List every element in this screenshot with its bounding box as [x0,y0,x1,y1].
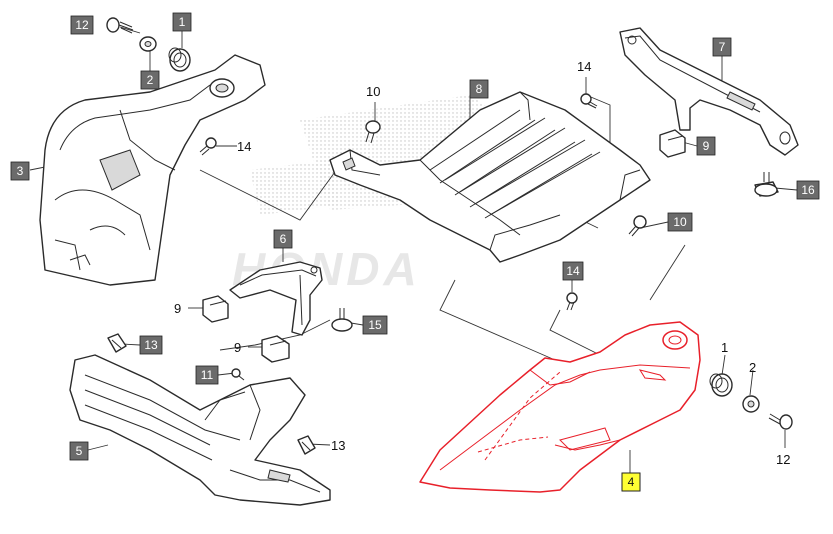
svg-text:1: 1 [721,340,728,355]
svg-text:14: 14 [577,59,591,74]
clip-13-bottom[interactable] [297,435,316,455]
screw-14-top-right[interactable] [580,93,598,109]
screw-14-left[interactable] [199,137,217,156]
svg-text:7: 7 [719,40,726,54]
svg-text:5: 5 [76,444,83,458]
callout-8[interactable]: 8 [469,79,489,99]
svg-text:2: 2 [147,73,154,87]
grommet-1-top[interactable] [168,47,191,72]
svg-text:3: 3 [17,164,24,178]
svg-text:4: 4 [628,475,635,489]
callout-6[interactable]: 6 [273,229,293,249]
callout-9-right[interactable]: 9 [696,136,716,156]
screw-11[interactable] [231,368,245,381]
callout-14-mid[interactable]: 14 [562,261,584,281]
svg-text:13: 13 [331,438,345,453]
clip-9-mid[interactable] [202,295,229,323]
leader-lines [29,26,798,473]
callout-9-mid[interactable]: 9 [174,301,181,316]
lower-cowl-part-4-highlighted[interactable] [419,321,701,493]
callout-labels: 12 1 2 3 14 10 8 14 7 [10,12,820,492]
svg-text:14: 14 [237,139,251,154]
callout-16[interactable]: 16 [796,180,820,200]
callout-14-top-right[interactable]: 14 [577,59,591,74]
front-cover-part-3[interactable] [39,54,266,286]
callout-12-bottom[interactable]: 12 [776,452,790,467]
under-tray-part-8[interactable] [329,91,651,263]
bolt-16[interactable] [754,172,779,197]
callout-10-right[interactable]: 10 [667,212,693,232]
bracket-part-6[interactable] [229,261,323,336]
svg-text:12: 12 [776,452,790,467]
callout-2-bottom[interactable]: 2 [749,360,756,375]
svg-text:13: 13 [144,338,158,352]
svg-text:6: 6 [280,232,287,246]
svg-text:15: 15 [368,318,382,332]
svg-text:10: 10 [366,84,380,99]
svg-text:12: 12 [75,18,89,32]
stay-part-7[interactable] [619,27,799,156]
callout-10-top[interactable]: 10 [366,84,380,99]
screw-14-mid[interactable] [566,292,578,311]
washer-2-top[interactable] [139,36,157,52]
callout-9-lower[interactable]: 9 [234,340,241,355]
callout-1-top[interactable]: 1 [172,12,192,32]
clip-9-lower[interactable] [261,335,290,363]
callout-14-left[interactable]: 14 [237,139,251,154]
callout-13-bottom[interactable]: 13 [331,438,345,453]
clip-9-right[interactable] [659,129,686,158]
svg-text:16: 16 [801,183,815,197]
callout-11[interactable]: 11 [195,365,219,385]
washer-2-bottom[interactable] [742,395,760,413]
svg-text:2: 2 [749,360,756,375]
svg-text:10: 10 [673,215,687,229]
callout-12-top[interactable]: 12 [70,15,94,35]
callout-1-bottom[interactable]: 1 [721,340,728,355]
svg-text:11: 11 [201,368,214,382]
grommet-1-bottom[interactable] [709,373,733,397]
callout-15[interactable]: 15 [362,315,388,335]
svg-text:14: 14 [566,264,580,278]
svg-text:9: 9 [703,139,710,153]
bolt-15[interactable] [331,308,353,332]
lower-cover-part-5[interactable] [69,354,331,506]
clip-13-top[interactable] [107,333,127,353]
callout-4-selected[interactable]: 4 [621,472,641,492]
bolt-12-top[interactable] [106,17,134,34]
svg-text:9: 9 [174,301,181,316]
bolt-12-bottom[interactable] [768,413,793,430]
callout-7[interactable]: 7 [712,37,732,57]
callout-5[interactable]: 5 [69,441,89,461]
svg-text:9: 9 [234,340,241,355]
svg-text:1: 1 [179,15,186,29]
bolt-10-right[interactable] [628,215,647,237]
callout-13-top[interactable]: 13 [139,335,163,355]
bolt-10-top[interactable] [365,120,381,144]
callout-2-top[interactable]: 2 [140,70,160,90]
callout-3[interactable]: 3 [10,161,30,181]
svg-text:8: 8 [476,82,483,96]
